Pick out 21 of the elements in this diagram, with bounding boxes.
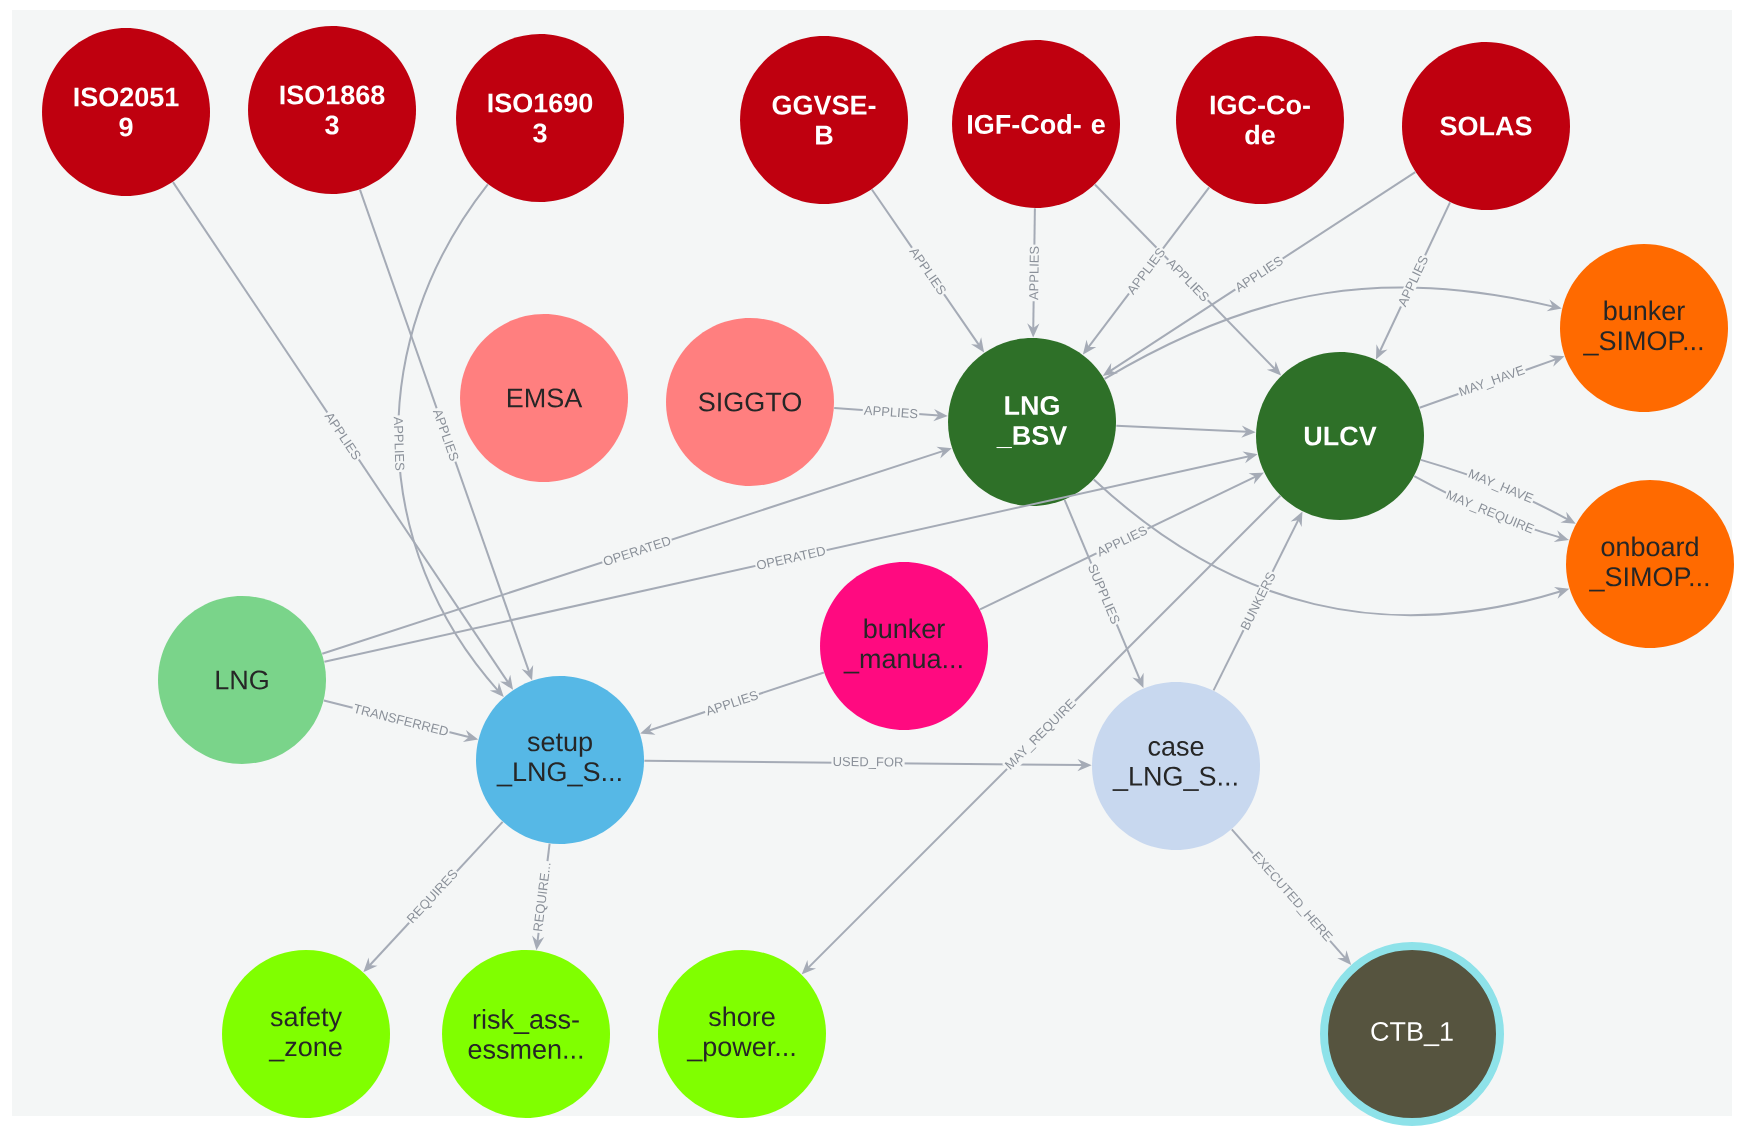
graph-node: ISO1868 3 bbox=[248, 26, 416, 194]
graph-node: ISO2051 9 bbox=[42, 28, 210, 196]
graph-node: case _LNG_S... bbox=[1092, 682, 1260, 850]
graph-node: ISO1690 3 bbox=[456, 34, 624, 202]
graph-node: GGVSE- B bbox=[740, 36, 908, 204]
graph-node: onboard _SIMOP... bbox=[1566, 480, 1734, 648]
graph-node: EMSA bbox=[460, 314, 628, 482]
graph-node: IGF-Cod- e bbox=[952, 40, 1120, 208]
graph-node: LNG bbox=[158, 596, 326, 764]
graph-node: shore _power... bbox=[658, 950, 826, 1118]
graph-node: ULCV bbox=[1256, 352, 1424, 520]
graph-node: SOLAS bbox=[1402, 42, 1570, 210]
graph-node: SIGGTO bbox=[666, 318, 834, 486]
graph-node: IGC-Co- de bbox=[1176, 36, 1344, 204]
graph-node: risk_ass- essmen... bbox=[442, 950, 610, 1118]
graph-node: LNG _BSV bbox=[948, 338, 1116, 506]
graph-node: CTB_1 bbox=[1320, 942, 1504, 1126]
graph-node: bunker _SIMOP... bbox=[1560, 244, 1728, 412]
graph-node: safety _zone bbox=[222, 950, 390, 1118]
graph-node: bunker _manua... bbox=[820, 562, 988, 730]
graph-node: setup _LNG_S... bbox=[476, 676, 644, 844]
